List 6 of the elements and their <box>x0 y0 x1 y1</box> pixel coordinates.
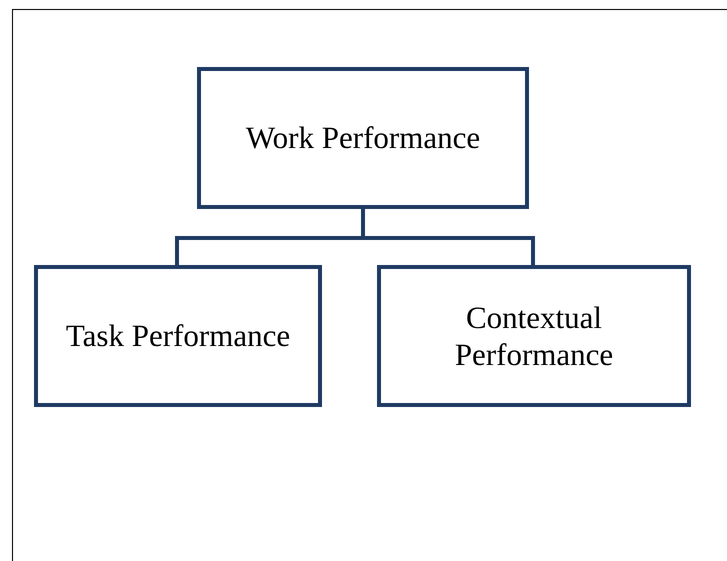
box-label: Contextual Performance <box>454 298 614 374</box>
process-box <box>34 265 322 407</box>
process-box <box>197 67 529 209</box>
box-label: Work Performance <box>246 119 480 157</box>
box-label: Task Performance <box>66 317 290 355</box>
process-box <box>377 265 691 407</box>
